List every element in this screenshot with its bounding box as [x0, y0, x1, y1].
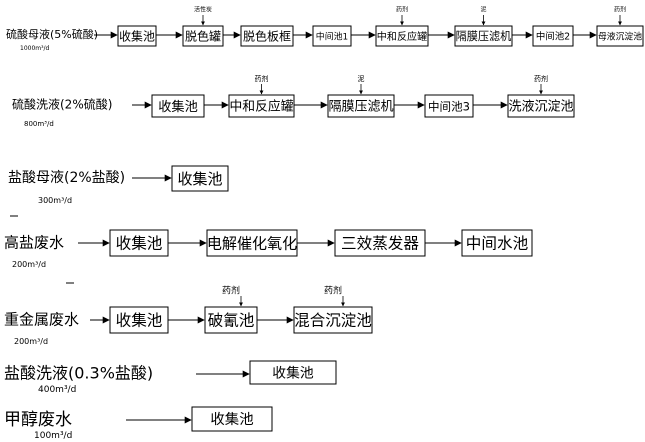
process-label: 中间池3: [428, 100, 470, 114]
source-label: 重金属废水: [4, 311, 79, 329]
reagent-note: 药剂: [614, 6, 626, 14]
flow-rate: 300m³/d: [38, 196, 72, 205]
process-box: [293, 306, 373, 334]
reagent-note: 活性炭: [194, 6, 212, 14]
process-box: [249, 360, 337, 385]
process-box: [117, 25, 157, 47]
process-label: 脱色板框: [243, 29, 291, 44]
process-box: [424, 94, 474, 118]
flow-rate: 800m³/d: [24, 120, 54, 128]
process-label: 隔膜压滤机: [328, 100, 393, 115]
process-label: 洗液沉淀池: [508, 100, 573, 115]
flow-rate: 100m³/d: [34, 431, 72, 441]
process-box: [206, 229, 298, 257]
reagent-note: 泥: [480, 6, 486, 14]
process-box: [327, 94, 395, 118]
process-label: 隔膜压滤机: [456, 29, 512, 43]
process-box: [375, 25, 429, 47]
process-label: 收集池: [116, 235, 163, 253]
flow-rate: 1000m³/d: [20, 45, 50, 52]
process-label: 母液沉淀池: [598, 31, 642, 43]
process-box: [596, 25, 644, 47]
process-box: [334, 229, 426, 257]
process-label: 混合沉淀池: [294, 312, 372, 330]
process-label: 收集池: [116, 312, 163, 330]
process-box: [228, 94, 295, 118]
process-box: [312, 25, 352, 47]
process-box: [182, 25, 224, 47]
process-label: 脱色罐: [185, 29, 221, 44]
process-box: [454, 25, 513, 47]
process-box: [507, 94, 575, 118]
source-label: 硫酸洗液(2%硫酸): [12, 97, 112, 112]
flow-rate: 200m³/d: [14, 337, 48, 346]
process-label: 中和反应罐: [230, 99, 294, 115]
process-box: [109, 306, 169, 334]
reagent-note: 药剂: [222, 285, 240, 297]
process-label: 收集池: [158, 99, 198, 115]
process-label: 收集池: [272, 366, 314, 382]
reagent-note: 泥: [358, 75, 365, 83]
process-box: [151, 94, 205, 118]
source-label: 盐酸母液(2%盐酸): [8, 170, 125, 186]
source-label: 高盐废水: [4, 234, 64, 252]
process-label: 中和反应罐: [377, 30, 427, 43]
source-label: 硫酸母液(5%硫酸): [6, 27, 98, 41]
process-label: 电解催化氧化: [207, 235, 297, 253]
process-box: [171, 165, 229, 192]
process-label: 收集池: [210, 411, 253, 428]
flow-rate: 200m³/d: [12, 260, 46, 269]
reagent-note: 药剂: [324, 285, 342, 297]
process-box: [191, 406, 273, 432]
flow-rate: 400m³/d: [38, 385, 76, 395]
process-label: 破氰池: [208, 312, 255, 330]
source-label: 盐酸洗液(0.3%盐酸): [4, 364, 153, 383]
process-box: [461, 229, 533, 257]
process-label: 中间池2: [536, 31, 570, 43]
reagent-note: 药剂: [255, 74, 269, 83]
process-label: 中间水池: [466, 235, 529, 253]
process-box: [240, 25, 294, 47]
reagent-note: 药剂: [396, 6, 408, 14]
source-label: 甲醇废水: [4, 410, 72, 430]
process-box: [532, 25, 574, 47]
process-label: 收集池: [177, 170, 222, 188]
process-label: 收集池: [119, 30, 155, 44]
process-label: 三效蒸发器: [341, 235, 419, 253]
process-label: 中间池1: [316, 31, 348, 43]
reagent-note: 药剂: [534, 74, 548, 83]
